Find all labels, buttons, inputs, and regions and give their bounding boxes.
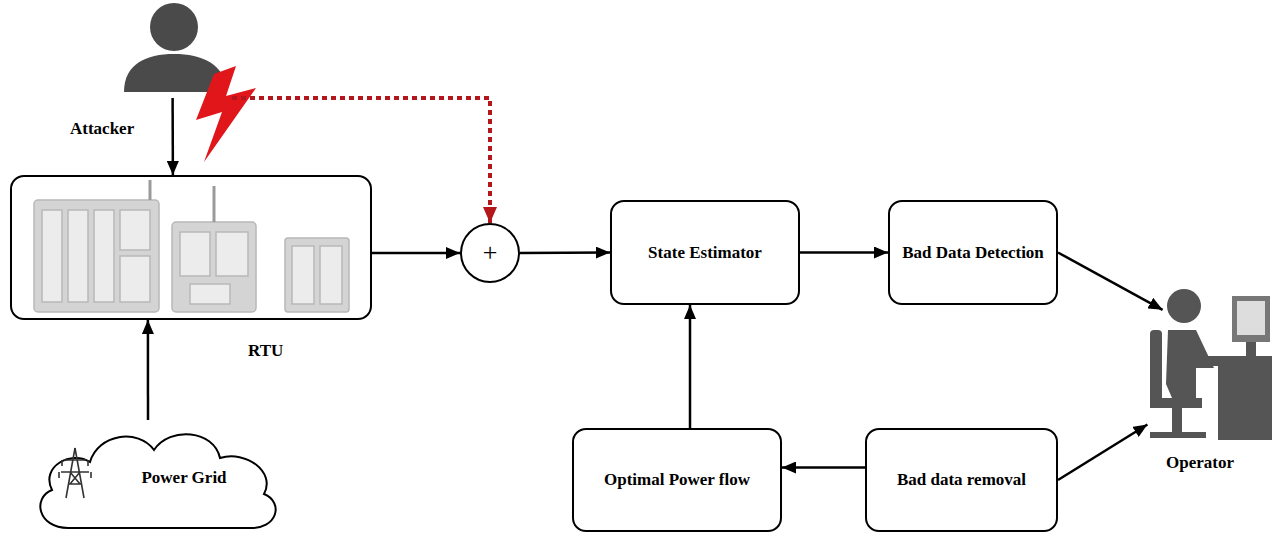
attacker-icon bbox=[124, 3, 226, 92]
attack-bolt bbox=[196, 66, 256, 162]
flow-arrow bbox=[800, 251, 888, 254]
process-box: State Estimator bbox=[610, 200, 800, 305]
flow-arrow bbox=[147, 320, 150, 420]
node-text: Bad data removal bbox=[889, 469, 1034, 490]
grid-cloud: Power Grid bbox=[28, 420, 280, 535]
node-label: RTU bbox=[248, 340, 283, 361]
flow-arrow bbox=[1058, 253, 1163, 310]
flow-arrow bbox=[372, 252, 460, 255]
process-box: Bad data removal bbox=[865, 428, 1058, 532]
rtu-box: RTU bbox=[10, 175, 372, 320]
rtu-devices bbox=[34, 180, 349, 312]
flow-arrow bbox=[782, 466, 865, 469]
node-text: + bbox=[483, 240, 498, 266]
attack-injection-arrow bbox=[232, 98, 490, 223]
node-label: Attacker bbox=[70, 118, 134, 139]
process-box: Optimal Power flow bbox=[572, 428, 782, 532]
summing-junction: + bbox=[460, 223, 520, 283]
operator-figure: Operator bbox=[1120, 285, 1272, 440]
flow-arrow bbox=[1058, 425, 1147, 481]
node-text: Bad Data Detection bbox=[894, 242, 1052, 263]
node-text: State Estimator bbox=[640, 242, 770, 263]
node-text: Power Grid bbox=[133, 467, 234, 488]
node-label: Operator bbox=[1166, 452, 1234, 473]
flow-arrow bbox=[171, 98, 174, 175]
process-box: Bad Data Detection bbox=[888, 200, 1058, 305]
flow-arrow bbox=[520, 251, 610, 254]
flow-arrow bbox=[689, 305, 692, 428]
operator-icon bbox=[1150, 289, 1272, 440]
attacker-figure: Attacker bbox=[120, 2, 232, 98]
node-text: Optimal Power flow bbox=[596, 469, 758, 490]
